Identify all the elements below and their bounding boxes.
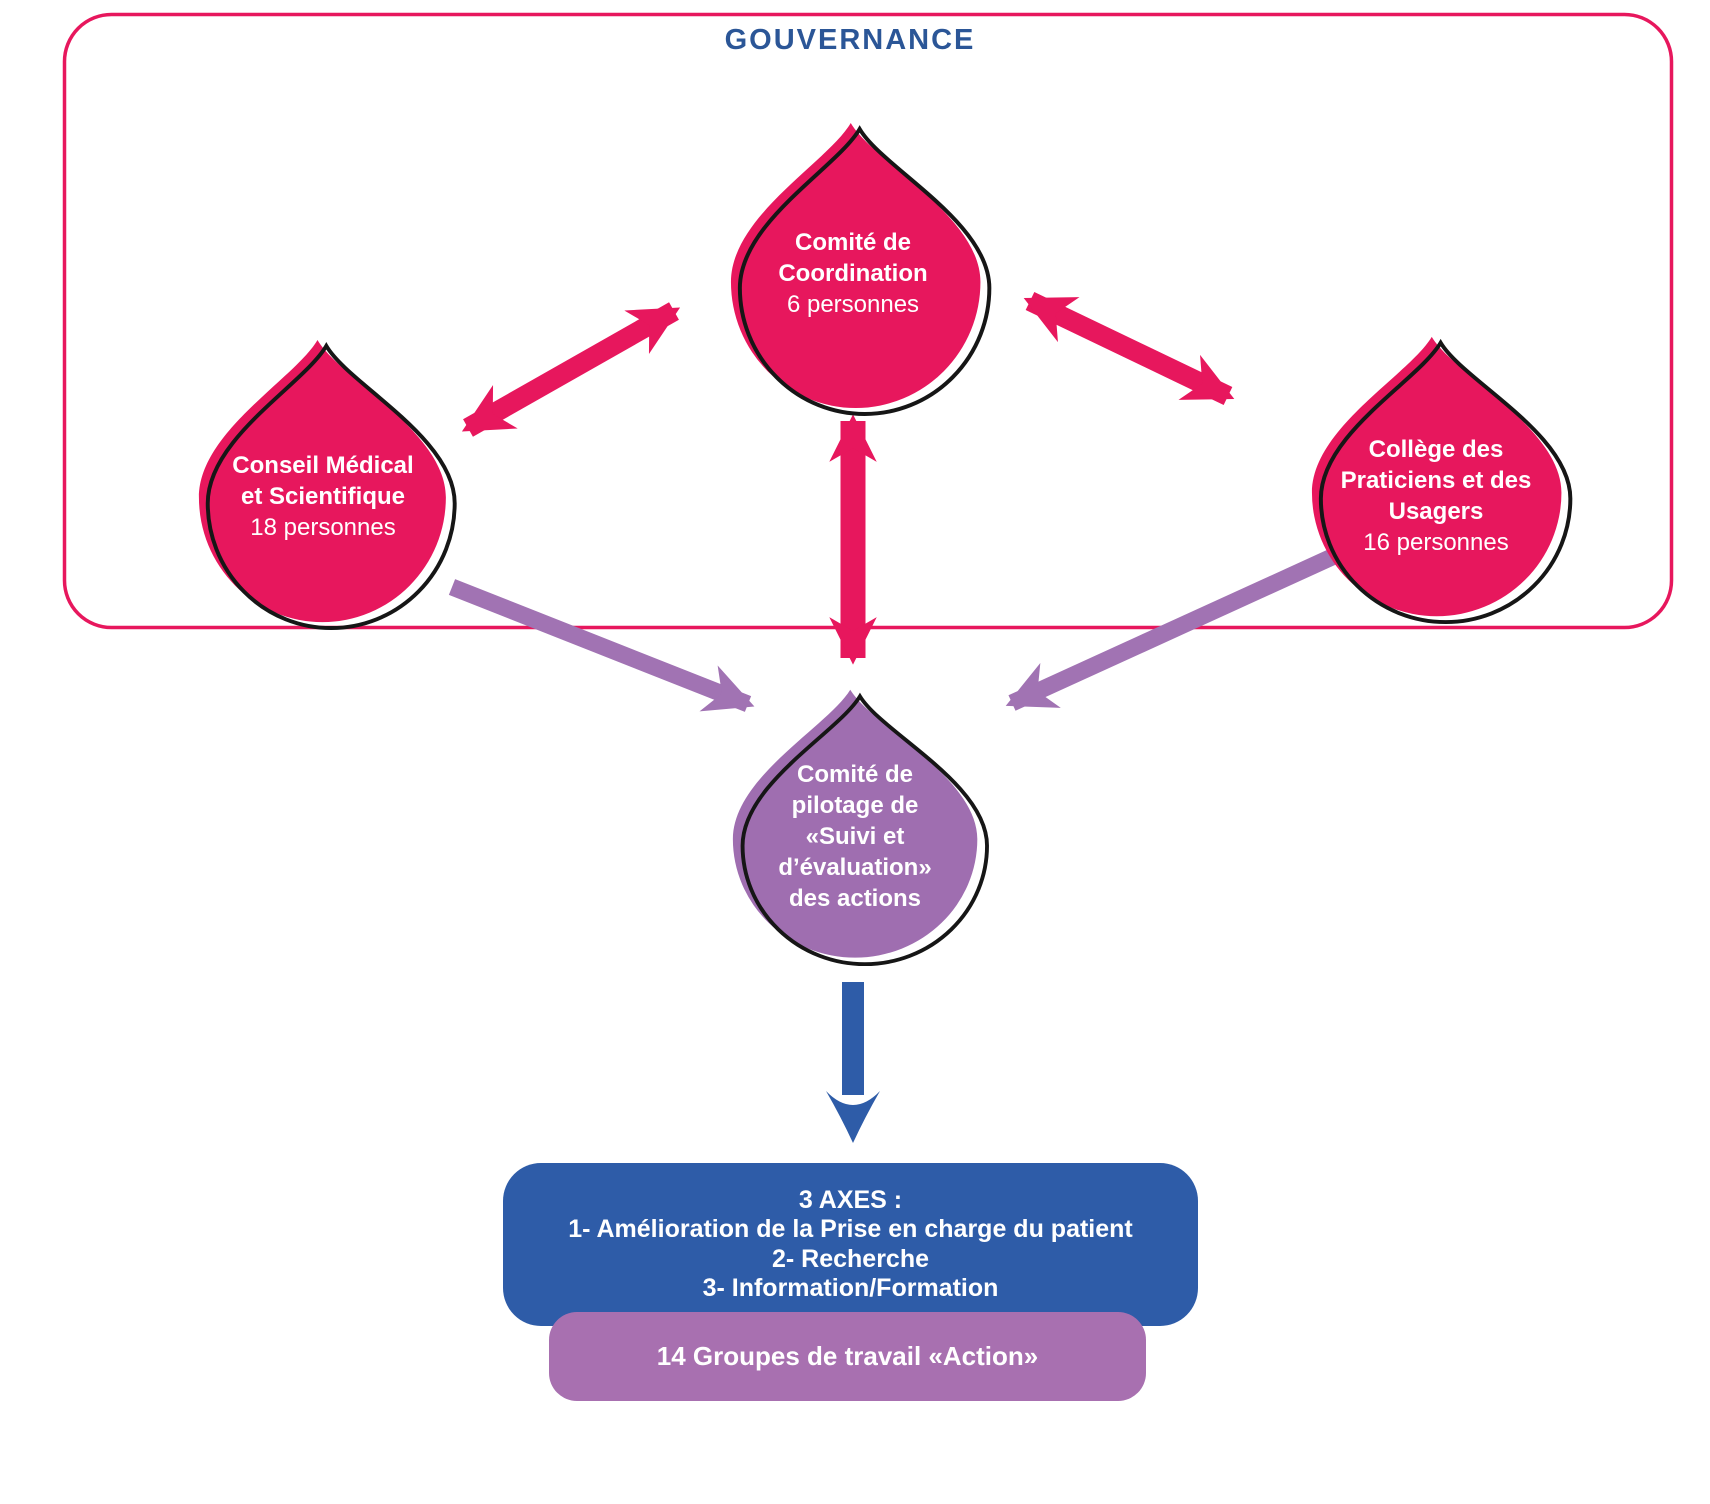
pilotage-label: Comité de pilotage de «Suivi et d’évalua… xyxy=(726,759,984,914)
conseil-count: 18 personnes xyxy=(250,514,396,541)
arrow-conseil-coordination xyxy=(461,302,681,437)
college-line3: Usagers xyxy=(1388,498,1484,525)
conseil-line2: et Scientifique xyxy=(240,483,406,510)
groups-label: 14 Groupes de travail «Action» xyxy=(656,1341,1039,1371)
axes-item-1: 1- Amélioration de la Prise en charge du… xyxy=(568,1215,1133,1243)
governance-title: GOUVERNANCE xyxy=(724,24,976,56)
pilotage-line4: d’évaluation» xyxy=(778,854,932,881)
groups-box: 14 Groupes de travail «Action» xyxy=(549,1312,1146,1401)
pilotage-line1: Comité de xyxy=(796,761,913,788)
college-line2: Praticiens et des xyxy=(1340,467,1532,494)
axes-box: 3 AXES : 1- Amélioration de la Prise en … xyxy=(503,1163,1198,1326)
axes-title: 3 AXES : xyxy=(798,1185,903,1214)
pilotage-line5: des actions xyxy=(788,885,922,912)
conseil-line1: Conseil Médical xyxy=(232,452,414,479)
pilotage-line3: «Suivi et xyxy=(805,823,905,850)
coordination-count: 6 personnes xyxy=(786,291,920,318)
arrow-conseil-to-pilotage xyxy=(448,579,755,712)
college-label: Collège des Praticiens et des Usagers 16… xyxy=(1305,434,1567,558)
coordination-label: Comité de Coordination 6 personnes xyxy=(723,227,983,320)
arrow-college-to-pilotage xyxy=(1005,549,1336,711)
coordination-line1: Comité de xyxy=(794,229,911,256)
arrow-coordination-college xyxy=(1023,291,1235,406)
arrow-pilotage-to-axes xyxy=(826,982,880,1143)
pilotage-line2: pilotage de xyxy=(791,792,919,819)
axes-item-2: 2- Recherche xyxy=(771,1244,930,1273)
college-count: 16 personnes xyxy=(1363,529,1509,556)
college-line1: Collège des xyxy=(1368,436,1504,463)
axes-item-3: 3- Information/Formation xyxy=(702,1274,999,1302)
conseil-label: Conseil Médical et Scientifique 18 perso… xyxy=(192,450,454,543)
coordination-line2: Coordination xyxy=(778,260,928,287)
